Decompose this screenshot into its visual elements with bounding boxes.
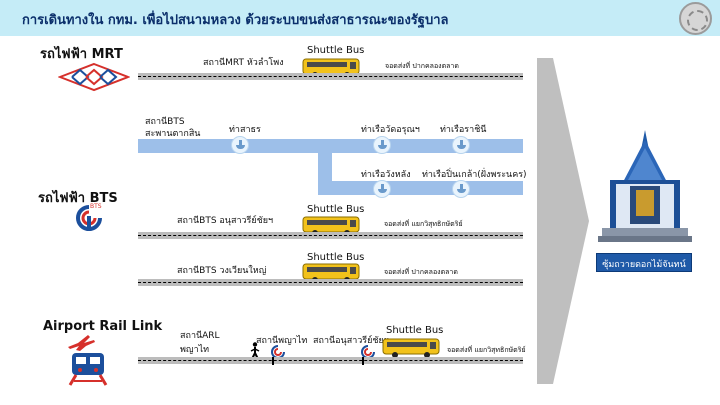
station-marker (362, 357, 364, 365)
bts-route1-shuttle-label: Shuttle Bus (307, 204, 365, 215)
arl-transfer-label: สถานีอนุสาวรีย์ชัยฯ (313, 336, 389, 346)
arl-station-line1: สถานีARL (180, 331, 220, 341)
arl-walk-label: สถานีพญาไท (256, 336, 308, 346)
seal-icon (679, 2, 712, 35)
temple-pavilion-icon (598, 130, 692, 242)
arl-stop-label: จอดส่งที่ แยกวิสุทธิกษัตริย์ (447, 346, 526, 354)
header-bar: การเดินทางใน กทม. เพื่อไปสนามหลวง ด้วยระ… (0, 0, 720, 36)
pier-label: ท่าเรือปิ่นเกล้า(ฝั่งพระนคร) (422, 170, 527, 180)
mrt-road (138, 73, 523, 80)
arl-title: Airport Rail Link (43, 319, 163, 334)
arl-shuttle-label: Shuttle Bus (386, 325, 444, 336)
arl-station-line2: พญาไท (180, 345, 210, 355)
page-title: การเดินทางใน กทม. เพื่อไปสนามหลวง ด้วยระ… (22, 13, 449, 28)
bts-route2-stop: จอดส่งที่ ปากคลองตลาด (384, 268, 458, 276)
station-marker (272, 357, 274, 365)
pier-label: ท่าเรือราชินี (440, 125, 487, 135)
bts-route2-shuttle-label: Shuttle Bus (307, 252, 365, 263)
arl-road (138, 357, 523, 364)
chevron-arrow-icon (537, 58, 589, 384)
mrt-stop-label: จอดส่งที่ ปากคลองตลาด (385, 62, 459, 70)
boat-icon (231, 136, 249, 154)
bts-logo-icon (76, 205, 102, 231)
bts-route2-road (138, 279, 523, 286)
boat-icon (452, 180, 470, 198)
boat-icon (373, 136, 391, 154)
bts-route1-road (138, 232, 523, 239)
destination-box: ซุ้มถวายดอกไม้จันทน์ (596, 253, 692, 272)
bts-logo-text: BTS (90, 203, 102, 210)
mrt-logo-icon (58, 62, 130, 92)
bts-title: รถไฟฟ้า BTS (38, 191, 118, 206)
bts-route2-station: สถานีBTS วงเวียนใหญ่ (177, 266, 267, 276)
bts-station-icon (361, 345, 375, 359)
boat-icon (373, 180, 391, 198)
pier-label: ท่าสาธร (229, 125, 261, 135)
arl-logo-icon (68, 335, 108, 386)
bts-route1-stop: จอดส่งที่ แยกวิสุทธิกษัตริย์ (384, 220, 463, 228)
mrt-shuttle-label: Shuttle Bus (307, 45, 365, 56)
bts-route1-station: สถานีBTS อนุสาวรีย์ชัยฯ (177, 216, 274, 226)
boat-station-line2: สะพานตากสิน (145, 129, 201, 139)
boat-station-line1: สถานีBTS (145, 117, 185, 127)
mrt-station-label: สถานีMRT หัวลำโพง (203, 58, 284, 68)
pier-label: ท่าเรือวังหลัง (361, 170, 411, 180)
pier-label: ท่าเรือวัดอรุณฯ (361, 125, 420, 135)
bus-icon (382, 338, 440, 358)
canal-branch (318, 181, 523, 195)
bts-station-icon (271, 345, 285, 359)
destination-label: ซุ้มถวายดอกไม้จันทน์ (602, 260, 686, 270)
boat-icon (452, 136, 470, 154)
mrt-title: รถไฟฟ้า MRT (40, 47, 123, 62)
